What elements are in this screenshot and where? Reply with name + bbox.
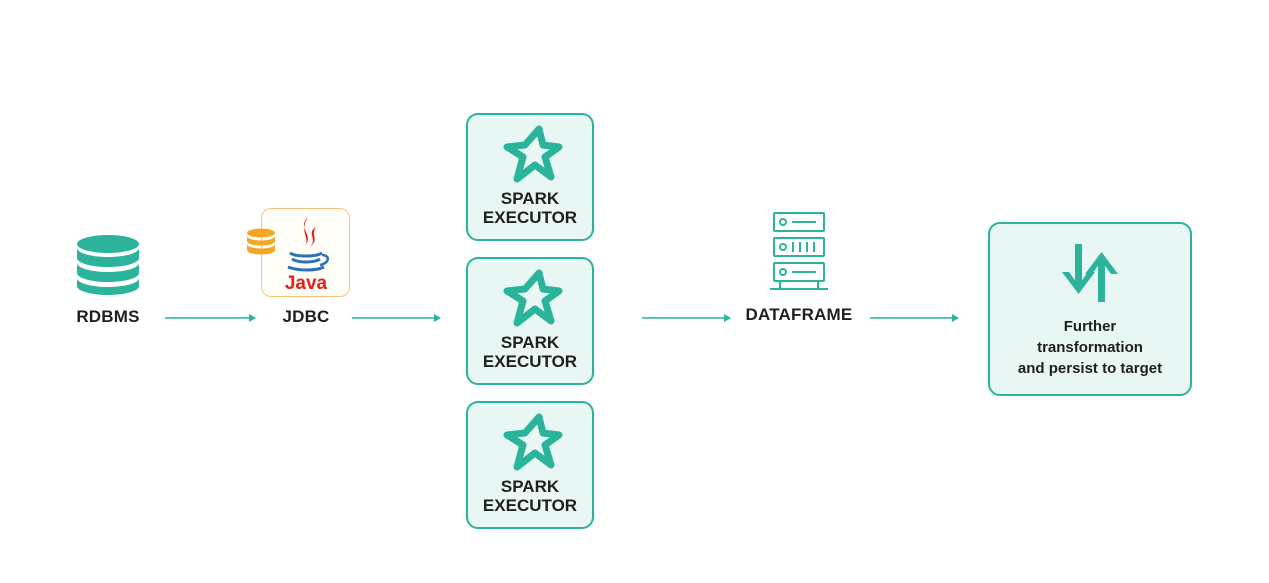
- spark-executor-box: SPARK EXECUTOR: [466, 257, 594, 385]
- spark-label-line2: EXECUTOR: [482, 352, 578, 371]
- database-badge-icon: [247, 228, 275, 255]
- target-label: Further transformation and persist to ta…: [990, 316, 1190, 379]
- spark-executor-label: SPARK EXECUTOR: [468, 333, 592, 371]
- target-label-line1: Further: [1063, 318, 1117, 335]
- spark-star-icon: [503, 269, 563, 327]
- flow-arrow: [870, 314, 959, 322]
- dataframe-label: DATAFRAME: [745, 305, 853, 324]
- server-rack-icon: [770, 212, 828, 290]
- java-logo-icon: Java: [285, 217, 329, 293]
- spark-star-icon: [503, 413, 563, 471]
- spark-star-icon: [503, 125, 563, 183]
- jdbc-label: JDBC: [282, 307, 330, 326]
- spark-label-line2: EXECUTOR: [482, 496, 578, 515]
- spark-executor-box: SPARK EXECUTOR: [466, 401, 594, 529]
- spark-label-line2: EXECUTOR: [482, 208, 578, 227]
- target-box: Further transformation and persist to ta…: [988, 222, 1192, 396]
- target-label-line2: transformation: [1037, 339, 1143, 356]
- flow-arrow: [165, 314, 256, 322]
- transfer-arrows-icon: [1062, 244, 1118, 302]
- rdbms-label: RDBMS: [76, 307, 140, 326]
- spark-label-line1: SPARK: [500, 477, 560, 496]
- database-icon: [77, 235, 139, 295]
- flow-arrow: [642, 314, 731, 322]
- spark-label-line1: SPARK: [500, 333, 560, 352]
- spark-executor-label: SPARK EXECUTOR: [468, 477, 592, 515]
- spark-executor-box: SPARK EXECUTOR: [466, 113, 594, 241]
- flow-arrow: [352, 314, 441, 322]
- spark-label-line1: SPARK: [500, 189, 560, 208]
- spark-executor-label: SPARK EXECUTOR: [468, 189, 592, 227]
- target-label-line3: and persist to target: [1017, 360, 1163, 377]
- rdbms-node: RDBMS: [60, 230, 156, 330]
- java-logo-text: Java: [285, 273, 328, 293]
